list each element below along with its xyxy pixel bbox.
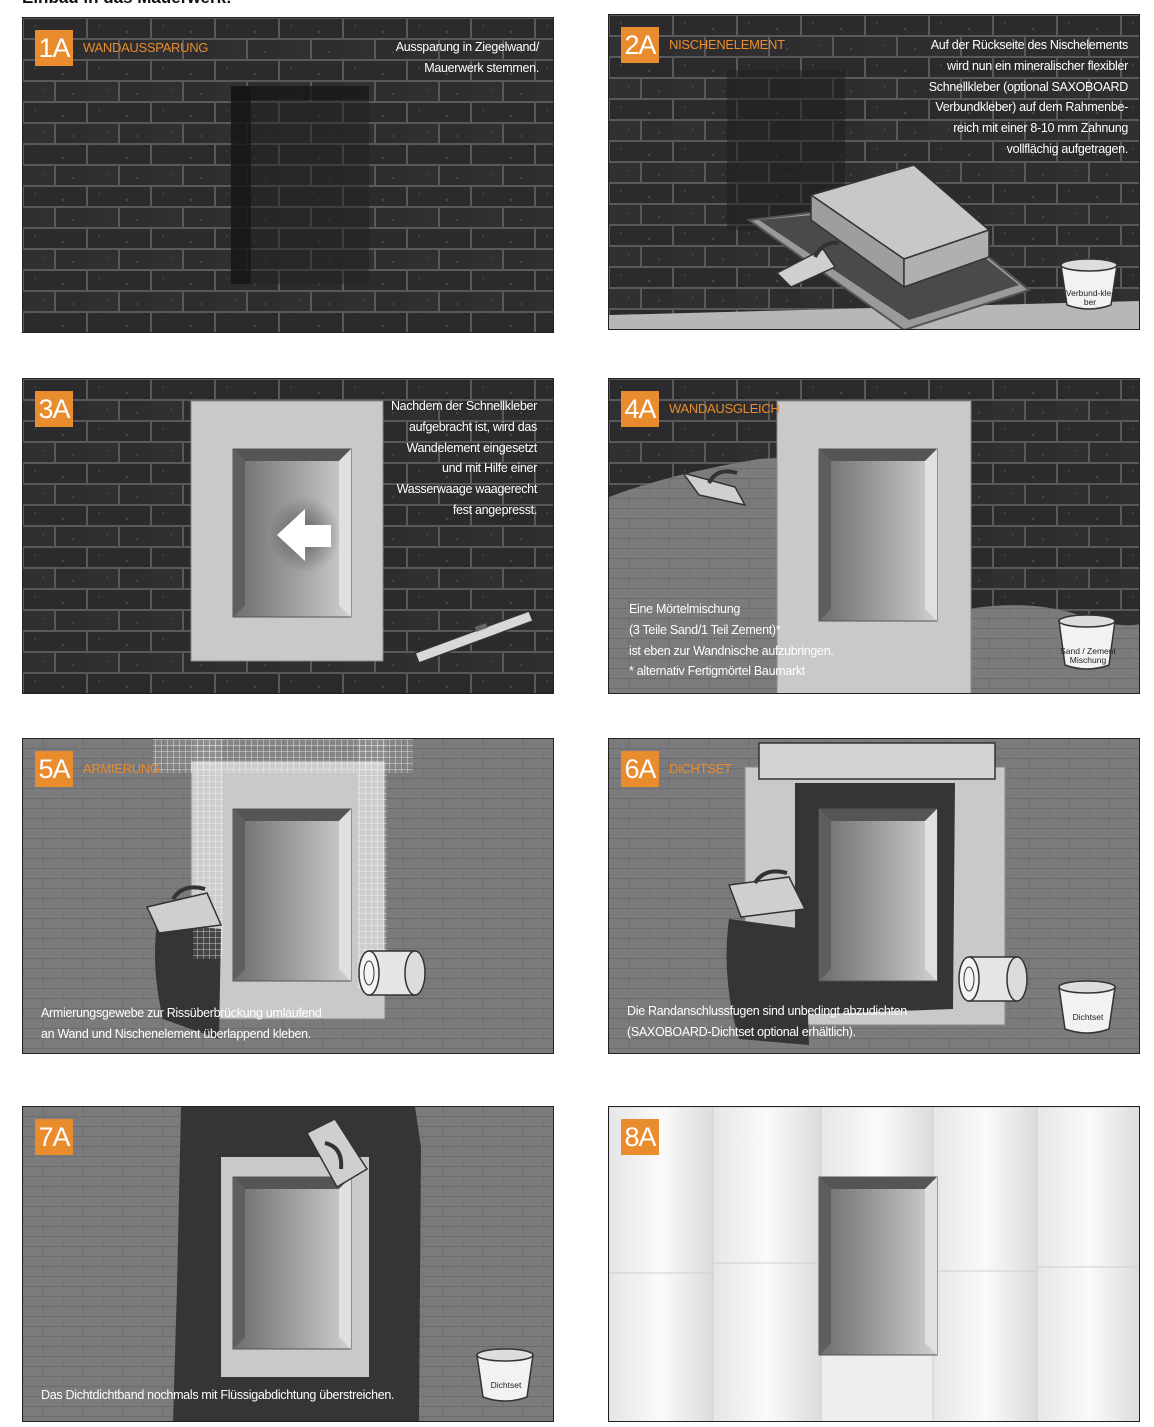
bucket-icon: [1058, 614, 1116, 670]
step-badge: 1A: [35, 30, 73, 66]
sealing-set-illustration: [609, 739, 1139, 1053]
arrow-left-icon: [277, 509, 331, 561]
step-title: DICHTSET: [669, 761, 732, 776]
trowel-icon: [145, 885, 223, 934]
bucket-label: Dichtset: [1072, 1012, 1104, 1022]
step-badge: 4A: [621, 391, 659, 427]
trowel-icon: [727, 869, 807, 918]
step-caption: Aussparung in Ziegelwand/Mauerwerk stemm…: [395, 40, 540, 75]
page-heading: Einbau in das Mauerwerk:: [22, 0, 232, 8]
step-caption: Armierungsgewebe zur Rissüberbrückung um…: [41, 1006, 322, 1041]
niche-element-illustration: [609, 15, 1139, 329]
step-badge: 2A: [621, 27, 659, 63]
trowel-icon: [681, 469, 747, 507]
trowel-icon: [305, 1118, 369, 1189]
step-title: WANDAUSGLEICH: [669, 401, 780, 416]
bucket-icon: [476, 1348, 534, 1402]
tape-roll-icon: [358, 950, 426, 996]
step-title: NISCHENELEMENT: [669, 37, 785, 52]
step-badge: 6A: [621, 751, 659, 787]
step-panel-1a: 1A WANDAUSSPARUNG Aussparung in Ziegelwa…: [22, 17, 554, 333]
wall-levelling-illustration: [609, 379, 1139, 693]
step-panel-5a: 5A ARMIERUNG Armierungsgewebe zur Rissüb…: [22, 738, 554, 1054]
step-panel-2a: 2A NISCHENELEMENT Auf der Rückseite des …: [608, 14, 1140, 330]
step-panel-4a: 4A WANDAUSGLEICH Eine Mörtelmischung(3 T…: [608, 378, 1140, 694]
bucket-label: Dichtset: [490, 1380, 522, 1390]
step-badge: 5A: [35, 751, 73, 787]
step-badge: 8A: [621, 1119, 659, 1155]
step-caption: Eine Mörtelmischung(3 Teile Sand/1 Teil …: [629, 602, 834, 679]
step-panel-6a: 6A DICHTSET Die Randanschlussfugen sind …: [608, 738, 1140, 1054]
step-panel-8a: 8A: [608, 1106, 1140, 1422]
step-caption: Die Randanschlussfugen sind unbedingt ab…: [627, 1004, 907, 1039]
step-title: ARMIERUNG: [83, 761, 160, 776]
liquid-sealing-illustration: [23, 1107, 553, 1421]
trowel-icon: [775, 240, 840, 288]
tape-roll-icon: [958, 956, 1028, 1002]
step-badge: 3A: [35, 391, 73, 427]
bucket-label: Verbund-kle-ber: [1065, 288, 1115, 307]
bucket-icon: [1058, 980, 1116, 1034]
brick-wall-illustration: [23, 18, 553, 332]
tiled-niche-illustration: [609, 1107, 1139, 1421]
spirit-level-icon: [414, 610, 534, 664]
step-caption: Das Dichtdichtband nochmals mit Flüssiga…: [41, 1388, 395, 1402]
reinforcement-mesh-illustration: [23, 739, 553, 1053]
step-panel-7a: 7A Das Dichtdichtband nochmals mit Flüss…: [22, 1106, 554, 1422]
step-badge: 7A: [35, 1119, 73, 1155]
step-title: WANDAUSSPARUNG: [83, 40, 209, 55]
wall-element-insert-illustration: [23, 379, 553, 693]
bucket-icon: [1060, 258, 1118, 310]
